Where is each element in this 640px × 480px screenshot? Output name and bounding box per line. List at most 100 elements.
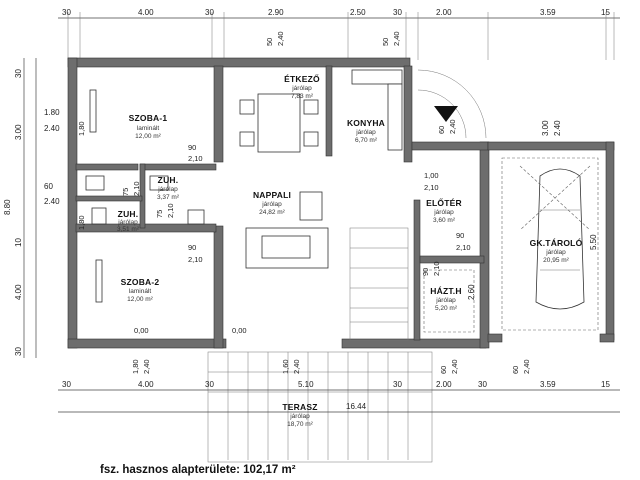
room-zuh-1: ZUH. járólap 3,37 m²	[157, 175, 180, 201]
room-terasz: TERASZ járólap 18,70 m²	[282, 402, 317, 428]
top-dimension-line: 30 4.00 30 2.90 2.50 30 2.00 3.59 15	[58, 8, 620, 60]
room-zuh-2: ZUH. járólap 3,51 m²	[117, 209, 140, 233]
top-dim-5: 30	[393, 8, 402, 17]
opening-label: 90	[456, 231, 464, 240]
room-name: NAPPALI	[253, 190, 291, 200]
right-dim-0: 5.50	[589, 234, 598, 250]
right-dim-3: 2.60	[467, 284, 476, 300]
opening-label: 60	[437, 126, 446, 134]
room-floor: járólap	[545, 249, 566, 256]
floor-area-summary: fsz. hasznos alapterülete: 102,17 m²	[100, 464, 296, 476]
left-dim-5: 2.40	[44, 197, 60, 206]
bottom-dim-8: 15	[601, 380, 610, 389]
top-dim-8: 15	[601, 8, 610, 17]
room-szoba-2: SZOBA-2 laminált 12,00 m²	[121, 277, 160, 303]
left-dim-2: 1.80	[44, 108, 60, 117]
opening-labels: 90 2,10 90 2,10 75 2,10 75 2,10 1,00 2,1…	[77, 31, 531, 374]
opening-label: 2,40	[142, 359, 151, 374]
room-floor: járólap	[355, 129, 376, 136]
room-area: 24,82 m²	[259, 209, 285, 216]
opening-label: 0,00	[134, 326, 149, 335]
opening-label: 2,10	[166, 203, 175, 218]
opening-label: 1,00	[424, 171, 439, 180]
opening-label: 50	[381, 38, 390, 46]
top-dim-4: 2.50	[350, 8, 366, 17]
opening-label: 2,40	[448, 119, 457, 134]
room-area: 20,95 m²	[543, 257, 569, 264]
terrace	[207, 351, 433, 463]
room-name: SZOBA-1	[129, 113, 168, 123]
top-dim-0: 30	[62, 8, 71, 17]
room-name: KONYHA	[347, 118, 385, 128]
room-szoba-1: SZOBA-1 laminált 12,00 m²	[129, 113, 168, 140]
room-etkezo: ÉTKEZŐ járólap 7,83 m²	[284, 73, 320, 100]
room-area: 3,37 m²	[157, 194, 180, 201]
opening-label: 2,10	[188, 255, 203, 264]
room-name: SZOBA-2	[121, 277, 160, 287]
walls	[67, 57, 615, 349]
furniture	[85, 69, 599, 333]
opening-label: 1,60	[281, 359, 290, 374]
room-floor: laminált	[137, 125, 160, 132]
bottom-dim-0: 30	[62, 380, 71, 389]
opening-label: 1,80	[77, 121, 86, 136]
right-dim-2: 2.40	[553, 120, 562, 136]
top-dim-2: 30	[205, 8, 214, 17]
room-floor: járólap	[157, 186, 178, 193]
opening-label: 60	[511, 366, 520, 374]
opening-label: 2,40	[522, 359, 531, 374]
top-dim-6: 2.00	[436, 8, 452, 17]
opening-label: 2,40	[450, 359, 459, 374]
top-dim-1: 4.00	[138, 8, 154, 17]
room-labels: SZOBA-1 laminált 12,00 m² ÉTKEZŐ járólap…	[117, 73, 582, 428]
room-eloter: ELŐTÉR járólap 3,60 m²	[426, 197, 461, 224]
opening-label: 90	[421, 268, 430, 276]
room-floor: járólap	[435, 297, 456, 304]
room-name: ZUH.	[118, 209, 139, 219]
bottom-dim-5: 2.00	[436, 380, 452, 389]
opening-label: 2,10	[432, 261, 441, 276]
room-area: 3,60 m²	[433, 217, 456, 224]
room-name: HÁZT.H	[430, 286, 461, 296]
room-floor: laminált	[129, 288, 152, 295]
opening-label: 2,40	[292, 359, 301, 374]
top-dim-7: 3.59	[540, 8, 556, 17]
opening-label: 2,40	[392, 31, 401, 46]
bottom-dim-4: 30	[393, 380, 402, 389]
stair-arrow-icon	[434, 106, 458, 122]
left-dim-4: 60	[44, 182, 53, 191]
left-dim-8: 4.00	[14, 284, 23, 300]
bottom-dim-3: 5.10	[298, 380, 314, 389]
bottom-dim-2: 30	[205, 380, 214, 389]
left-dim-0: 30	[14, 69, 23, 78]
room-hazt-h: HÁZT.H járólap 5,20 m²	[430, 286, 461, 312]
room-area: 12,00 m²	[135, 133, 161, 140]
room-name: ZUH.	[158, 175, 179, 185]
opening-label: 90	[188, 143, 196, 152]
bottom-dim-1: 4.00	[138, 380, 154, 389]
room-floor: járólap	[261, 201, 282, 208]
staircase	[349, 69, 487, 341]
bottom-dim-6: 30	[478, 380, 487, 389]
room-name: TERASZ	[282, 402, 317, 412]
room-floor: járólap	[117, 219, 138, 226]
room-area: 7,83 m²	[291, 93, 314, 100]
opening-label: 60	[439, 366, 448, 374]
left-dimension-line: 30 3.00 1.80 2.40 60 2.40 8.80 10 4.00 3…	[3, 58, 60, 358]
opening-label: 1,80	[131, 359, 140, 374]
room-konyha: KONYHA járólap 6,70 m²	[347, 118, 385, 144]
room-floor: járólap	[291, 85, 312, 92]
room-area: 6,70 m²	[355, 137, 378, 144]
room-name: ÉTKEZŐ	[284, 73, 320, 84]
opening-label: 0,00	[232, 326, 247, 335]
opening-label: 75	[155, 210, 164, 218]
total-width: 16.44	[346, 402, 367, 411]
room-nappali: NAPPALI járólap 24,82 m²	[253, 190, 291, 216]
room-area: 12,00 m²	[127, 296, 153, 303]
left-dim-7: 10	[14, 238, 23, 247]
left-dim-9: 30	[14, 347, 23, 356]
opening-label: 1,80	[77, 215, 86, 230]
left-dim-3: 2.40	[44, 124, 60, 133]
opening-label: 2,10	[132, 181, 141, 196]
